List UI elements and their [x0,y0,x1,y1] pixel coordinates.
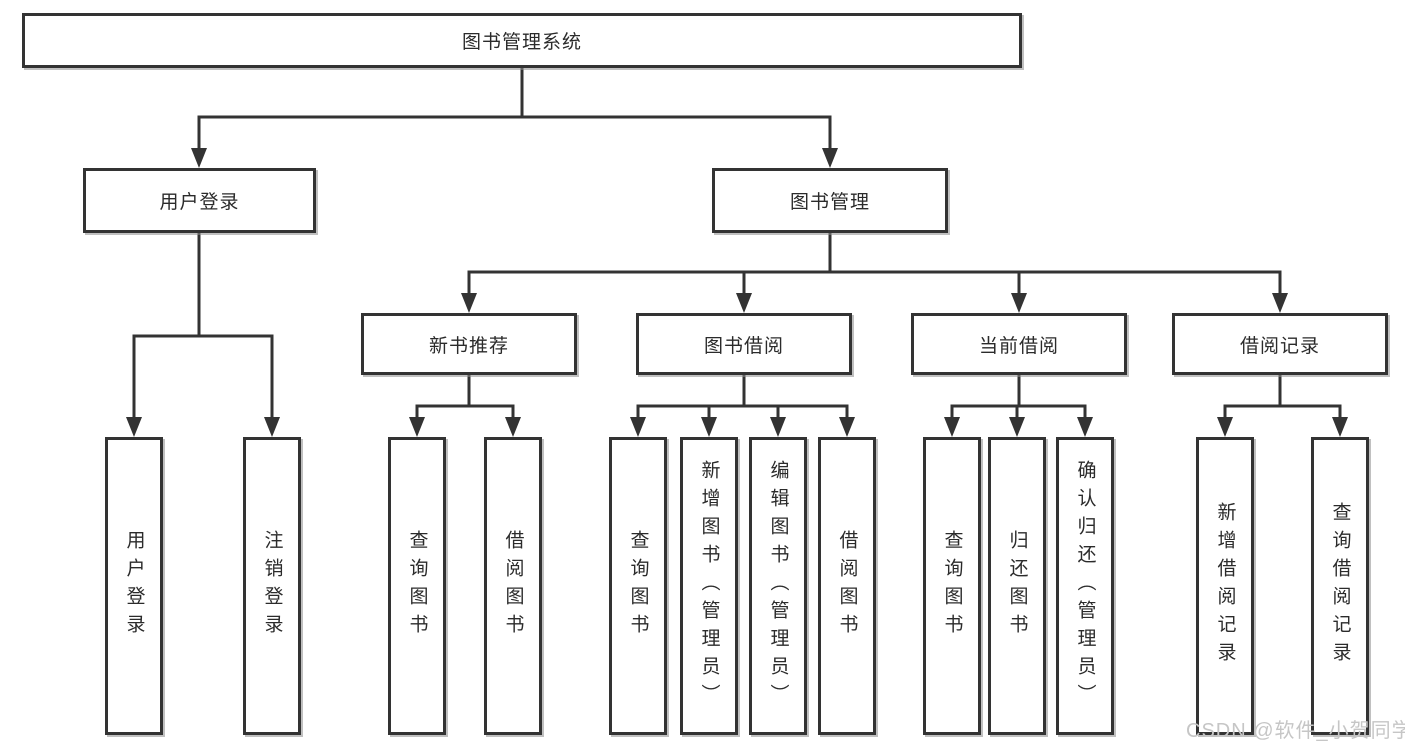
leaf-query-books-recommend: 查询图书 [388,437,446,735]
leaf-query-borrow-record: 查询借阅记录 [1311,437,1369,735]
leaf-query-books-borrow: 查询图书 [609,437,667,735]
leaf-user-login: 用户登录 [105,437,163,735]
leaf-query-books-current: 查询图书 [923,437,981,735]
leaf-confirm-return-admin: 确认归还（管理员） [1056,437,1114,735]
node-label: 图书管理系统 [461,32,582,53]
node-label: 图书管理 [789,192,870,213]
leaf-add-books-admin: 新增图书（管理员） [680,437,738,735]
node-borrow-records: 借阅记录 [1172,313,1388,375]
leaf-label: 确认归还（管理员） [1074,460,1096,712]
leaf-label: 查询图书 [406,530,428,642]
leaf-label: 借阅图书 [836,530,858,642]
node-new-book-recommend: 新书推荐 [361,313,577,375]
node-book-management: 图书管理 [712,168,948,233]
leaf-label: 用户登录 [123,530,145,642]
leaf-logout-login: 注销登录 [243,437,301,735]
leaf-label: 新增图书（管理员） [698,460,720,712]
leaf-label: 新增借阅记录 [1214,502,1236,670]
leaf-edit-books-admin: 编辑图书（管理员） [749,437,807,735]
leaf-label: 编辑图书（管理员） [767,460,789,712]
leaf-label: 查询图书 [627,530,649,642]
node-label: 用户登录 [159,192,240,213]
csdn-watermark: CSDN @软件_小贺同学 [1186,720,1405,742]
node-label: 新书推荐 [428,335,509,357]
leaf-return-books: 归还图书 [988,437,1046,735]
leaf-add-borrow-record: 新增借阅记录 [1196,437,1254,735]
node-label: 借阅记录 [1239,335,1320,357]
node-user-login: 用户登录 [83,168,316,233]
leaf-label: 查询借阅记录 [1329,502,1351,670]
leaf-borrow-books-recommend: 借阅图书 [484,437,542,735]
node-label: 图书借阅 [703,335,784,357]
node-label: 当前借阅 [978,335,1059,357]
node-book-borrow: 图书借阅 [636,313,852,375]
leaf-label: 归还图书 [1006,530,1028,642]
leaf-borrow-books: 借阅图书 [818,437,876,735]
node-library-system: 图书管理系统 [22,13,1022,68]
leaf-label: 注销登录 [261,530,283,642]
leaf-label: 查询图书 [941,530,963,642]
node-current-borrow: 当前借阅 [911,313,1127,375]
leaf-label: 借阅图书 [502,530,524,642]
